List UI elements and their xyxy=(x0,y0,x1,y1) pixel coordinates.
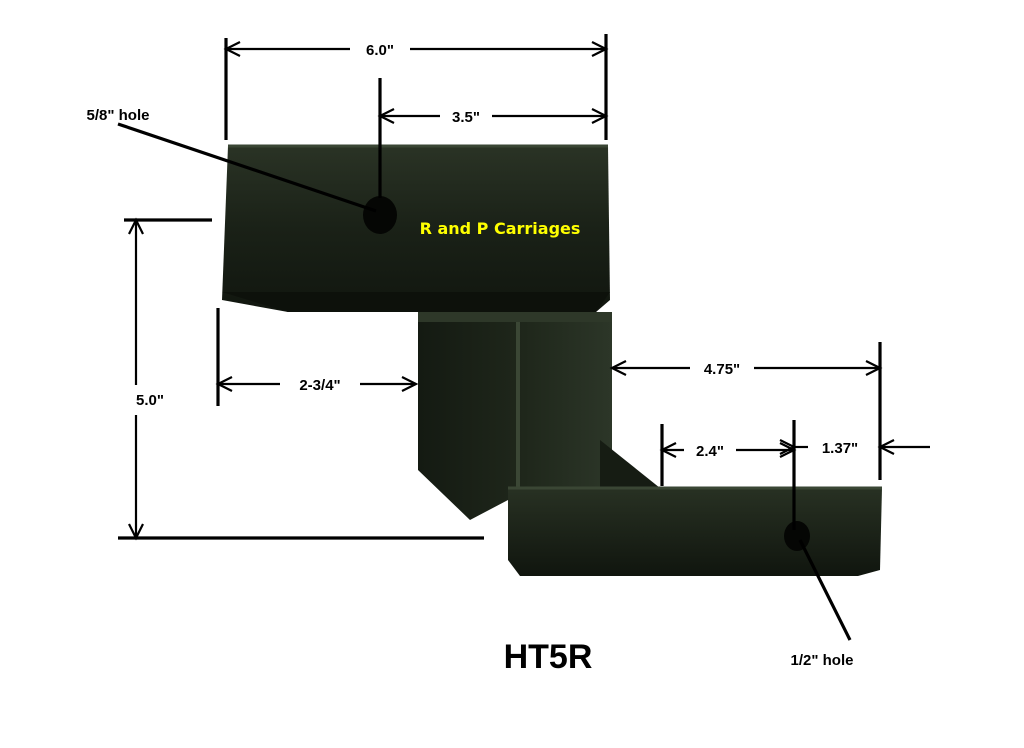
label-2-3-4in: 2-3/4" xyxy=(299,377,340,394)
gusset xyxy=(600,440,660,500)
hole-half-inch xyxy=(784,521,810,551)
dimension-4-75in xyxy=(609,342,883,480)
hole-five-eighths xyxy=(363,196,397,234)
shank-highlight xyxy=(516,312,520,500)
dimension-3-5in xyxy=(377,78,609,198)
vertical-shank xyxy=(418,312,612,520)
hitch-body xyxy=(222,144,882,576)
label-2-4in: 2.4" xyxy=(696,443,724,460)
upper-receiver-tube xyxy=(222,146,610,312)
product-code: HT5R xyxy=(504,638,593,676)
dimension-2-4in xyxy=(659,420,797,530)
dimension-5in xyxy=(118,217,484,541)
dimension-2-3-4in xyxy=(215,308,419,406)
leader-large-hole xyxy=(117,122,377,213)
label-carriages: R and P Carriages xyxy=(420,219,581,238)
dimension-6in xyxy=(223,34,609,140)
shank-weld xyxy=(418,312,612,322)
label-6in: 6.0" xyxy=(366,42,394,59)
label-large-hole: 5/8" hole xyxy=(87,107,150,124)
lower-receiver-tube xyxy=(508,488,882,576)
upper-tube-bottom-bevel xyxy=(222,292,610,312)
label-4-75in: 4.75" xyxy=(704,361,740,378)
label-5in: 5.0" xyxy=(136,392,164,409)
label-1-37in: 1.37" xyxy=(822,440,858,457)
leader-small-hole xyxy=(798,539,852,641)
label-small-hole: 1/2" hole xyxy=(791,652,854,669)
label-3-5in: 3.5" xyxy=(452,109,480,126)
dimension-1-37in xyxy=(779,439,930,455)
